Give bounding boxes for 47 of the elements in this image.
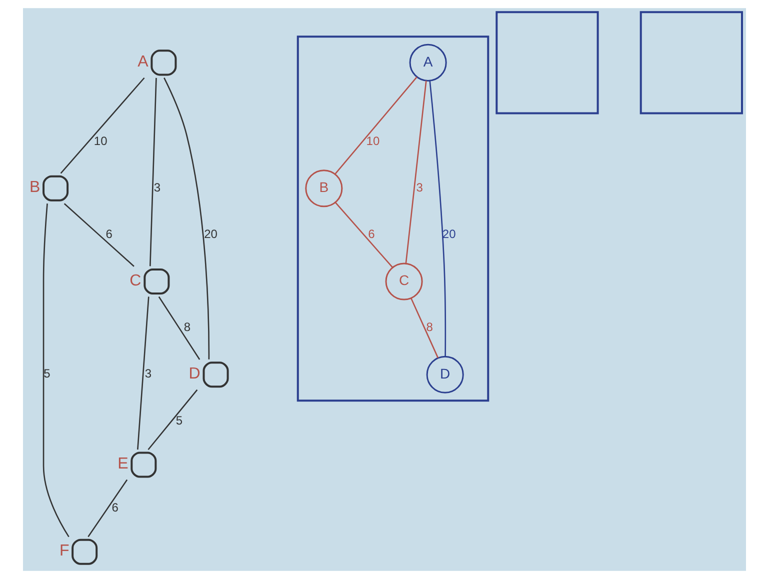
edge-label: 5 (175, 413, 182, 428)
connector (428, 80, 446, 356)
node-label: A (137, 52, 148, 70)
edge-label: 3 (144, 366, 152, 381)
node-label: F (59, 542, 69, 560)
node-label: E (117, 454, 128, 473)
node-circle (71, 538, 98, 565)
edge-label: 8 (183, 320, 190, 334)
connector (87, 479, 128, 538)
connector (410, 298, 438, 358)
node-circle: C (384, 262, 422, 300)
connector (42, 204, 69, 538)
edge-label: 10 (366, 134, 380, 148)
edge-label: 20 (204, 227, 217, 242)
node-circle: B (304, 170, 342, 208)
edge-label: 6 (111, 500, 118, 514)
edge-label: 6 (105, 227, 112, 242)
connector (163, 77, 210, 360)
node-circle (202, 362, 228, 388)
node-circle (42, 175, 68, 202)
edge-label: 8 (426, 320, 432, 334)
node-circle (130, 452, 156, 478)
connector (60, 77, 144, 174)
connector (334, 202, 393, 268)
edge-label: 20 (442, 227, 456, 242)
edge-label: 10 (93, 134, 107, 148)
connector (147, 389, 198, 450)
node-label: D (188, 364, 200, 382)
connector (136, 296, 149, 450)
connector (158, 296, 200, 360)
node-box (639, 11, 742, 114)
edge-label: 3 (416, 180, 422, 194)
node-circle: A (408, 44, 446, 82)
node-circle: D (426, 356, 464, 394)
connector (63, 203, 134, 267)
connector (334, 76, 417, 174)
edge-label: 6 (368, 227, 374, 242)
cluster (296, 36, 489, 402)
node-circle (143, 268, 170, 294)
node-box (495, 11, 598, 114)
node-circle (150, 50, 176, 76)
edge-label: 5 (43, 366, 50, 381)
edge-label: 3 (153, 180, 160, 194)
connector (404, 80, 426, 264)
node-label: B (29, 178, 40, 196)
node-label: C (129, 271, 141, 290)
connector (148, 78, 156, 266)
